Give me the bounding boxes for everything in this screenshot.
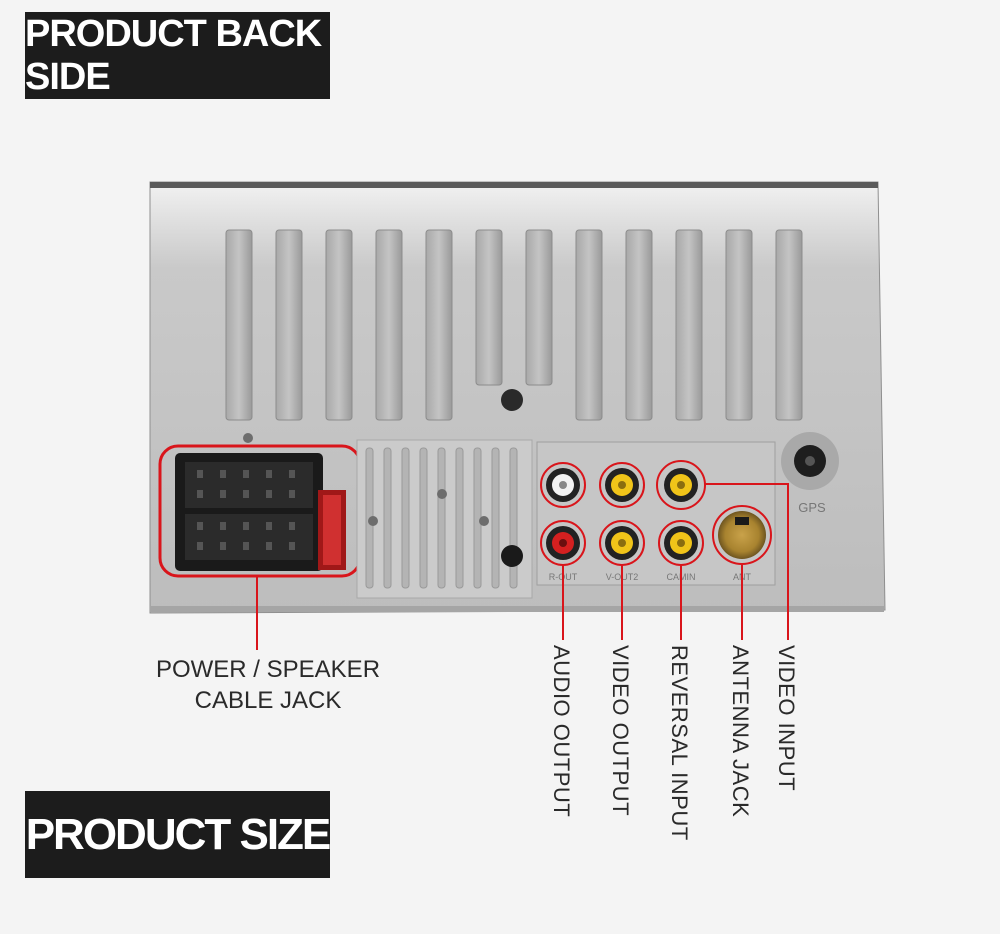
- connector-pin: [289, 470, 295, 478]
- connector-pin: [266, 490, 272, 498]
- vent-slot: [491, 447, 500, 589]
- iso-connector-pins: [197, 470, 295, 550]
- connector-pin: [243, 470, 249, 478]
- connector-pin: [289, 490, 295, 498]
- rca-video-in-yellow: [656, 460, 706, 510]
- vent-screw-2: [368, 516, 378, 526]
- fuse: [323, 495, 341, 565]
- cooling-fin: [625, 229, 653, 421]
- vent-slot: [437, 447, 446, 589]
- callout-reversal-input: REVERSAL INPUT: [667, 645, 692, 841]
- rca-audio-out-white: [540, 462, 586, 508]
- panel-bottom-edge: [150, 606, 884, 612]
- vent-slot: [473, 447, 482, 589]
- connector-pin: [220, 490, 226, 498]
- rca-video-out-1-yellow: [599, 462, 645, 508]
- vent-slot: [401, 447, 410, 589]
- label-gps: GPS: [798, 500, 826, 515]
- vent-screw-3: [479, 516, 489, 526]
- vent-slot: [455, 447, 464, 589]
- gps-jack: [781, 432, 839, 490]
- connector-pin: [266, 522, 272, 530]
- callout-lines: [256, 483, 789, 650]
- cooling-fin: [275, 229, 303, 421]
- cooling-fin: [525, 229, 553, 386]
- cooling-fins: [225, 229, 803, 421]
- connector-pin: [289, 542, 295, 550]
- cooling-fin: [325, 229, 353, 421]
- cooling-fin: [425, 229, 453, 421]
- antenna-jack: [712, 505, 772, 565]
- connector-pin: [197, 542, 203, 550]
- connector-pin: [220, 542, 226, 550]
- connector-pin: [197, 522, 203, 530]
- ground-screw: [243, 433, 253, 443]
- callout-video-input: VIDEO INPUT: [774, 645, 799, 792]
- iso-connector-upper-block: [185, 462, 313, 508]
- callout-audio-output: AUDIO OUTPUT: [549, 645, 574, 818]
- connector-pin: [243, 542, 249, 550]
- callout-power-speaker: POWER / SPEAKER CABLE JACK: [148, 654, 388, 716]
- vent-slot: [383, 447, 392, 589]
- cooling-fin: [375, 229, 403, 421]
- connector-pin: [197, 470, 203, 478]
- cooling-fin: [575, 229, 603, 421]
- rca-video-out-2-yellow: [599, 520, 645, 566]
- connector-pin: [266, 470, 272, 478]
- cooling-fin: [675, 229, 703, 421]
- cooling-fin: [475, 229, 503, 386]
- callout-video-output: VIDEO OUTPUT: [608, 645, 633, 817]
- callout-power-line1: POWER / SPEAKER: [155, 656, 381, 683]
- callout-power-line2: CABLE JACK: [194, 687, 342, 714]
- connector-pin: [266, 542, 272, 550]
- cooling-fin: [225, 229, 253, 421]
- connector-pin: [220, 470, 226, 478]
- cooling-fin: [775, 229, 803, 421]
- cooling-fin: [725, 229, 753, 421]
- connector-pin: [243, 522, 249, 530]
- panel-top-edge: [150, 182, 878, 188]
- vent-slot: [509, 447, 518, 589]
- callout-antenna-jack: ANTENNA JACK: [728, 645, 753, 818]
- center-screw-hole: [501, 389, 523, 411]
- connector-pin: [220, 522, 226, 530]
- title-banner-back-side: PRODUCT BACK SIDE: [25, 12, 330, 99]
- vent-slots: [365, 447, 518, 589]
- connector-pin: [289, 522, 295, 530]
- iso-connector-lower-block: [185, 514, 313, 560]
- title-banner-product-size: PRODUCT SIZE: [25, 791, 331, 878]
- aux-jack: [501, 545, 523, 567]
- vent-screw-1: [437, 489, 447, 499]
- vent-slot: [419, 447, 428, 589]
- rca-audio-out-red: [540, 520, 586, 566]
- rca-camera-in-yellow: [658, 520, 704, 566]
- connector-pin: [197, 490, 203, 498]
- connector-pin: [243, 490, 249, 498]
- callout-line-video-in: [705, 483, 789, 640]
